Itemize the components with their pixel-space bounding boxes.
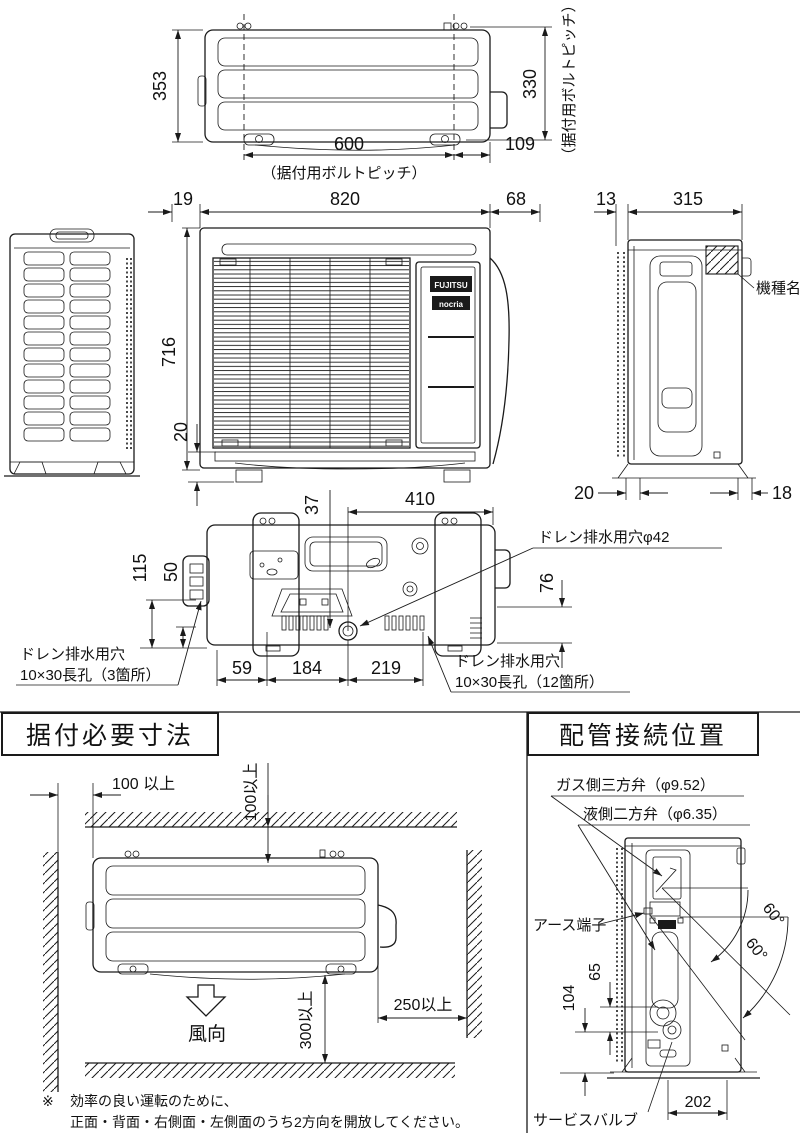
mount-bracket-right — [434, 512, 482, 657]
service-valve-body — [649, 999, 677, 1027]
install-clearance-diagram: 100 以上 100以上 300以上 250以上 風向 ※ 効率の良い運転のため… — [30, 763, 482, 1130]
note-line-1: 効率の良い運転のために、 — [70, 1093, 238, 1109]
earth-terminal-label: アース端子 — [533, 917, 606, 934]
dim-109: 109 — [505, 134, 535, 154]
front-foot-right — [443, 469, 471, 483]
piping-connection-diagram: ガス側三方弁（φ9.52） 液側二方弁（φ6.35） アース端子 — [533, 777, 791, 1129]
middle-dimensions: 19 820 68 13 315 716 20 20 18 — [148, 189, 792, 506]
dim-202: 202 — [685, 1094, 712, 1111]
nocria-logo — [432, 296, 470, 310]
dim-104: 104 — [561, 985, 578, 1012]
nocria-logo-text: nocria — [439, 300, 464, 309]
piping-header-box — [527, 712, 759, 756]
wall-right-hatch — [467, 850, 482, 1038]
dim-base-18: 18 — [772, 483, 792, 503]
wall-bottom-hatch — [85, 1063, 455, 1078]
top-view-pipe-flap — [490, 91, 508, 129]
drain-hole-42-label: ドレン排水用穴φ42 — [538, 529, 669, 546]
drain-right-label-1: ドレン排水用穴 — [455, 653, 560, 670]
dim-65: 65 — [587, 963, 604, 981]
fan-grille — [214, 259, 409, 447]
dim-20-foot: 20 — [171, 422, 191, 442]
piping-section-title: 配管接続位置 — [559, 722, 727, 750]
swing-arc-outer — [742, 916, 789, 1019]
wind-direction-arrow-icon — [185, 984, 227, 1017]
dim-410: 410 — [405, 489, 435, 509]
side-view-outline — [627, 239, 743, 465]
dim-184: 184 — [292, 658, 322, 678]
clearance-front-label: 300以上 — [297, 991, 315, 1050]
drain-left-label-2: 10×30長孔（3箇所） — [20, 667, 160, 684]
dim-68: 68 — [506, 189, 526, 209]
clearance-top-label: 100以上 — [242, 763, 260, 822]
valve-block — [658, 920, 676, 929]
dim-13: 13 — [596, 189, 616, 209]
rear-view — [4, 228, 140, 477]
side-view: 機種名 — [612, 239, 800, 479]
dim-19: 19 — [173, 189, 193, 209]
swing-arc-inner — [710, 889, 749, 963]
dim-76: 76 — [537, 573, 557, 593]
fujitsu-logo — [430, 276, 472, 292]
top-view-foot-right — [429, 133, 461, 146]
piping-service-panel — [645, 849, 691, 1067]
dim-330: 330 — [520, 69, 540, 99]
top-view: 353 330 （据付用ボルトピッチ） 600 109 （据付用ボルトピッチ） — [150, 0, 578, 182]
bottom-view-outline — [206, 524, 496, 646]
dim-219: 219 — [371, 658, 401, 678]
install-unit-outline — [92, 857, 379, 973]
service-valve-label: サービスバルブ — [533, 1111, 638, 1129]
clearance-right-label: 250以上 — [394, 996, 453, 1014]
drain-right-label-2: 10×30長孔（12箇所） — [455, 674, 604, 691]
dim-600: 600 — [334, 134, 364, 154]
dim-base-20: 20 — [574, 483, 594, 503]
earth-terminal — [643, 907, 653, 915]
bolt-pitch-note-side: （据付用ボルトピッチ） — [561, 0, 578, 163]
drain-slots-right-group — [384, 615, 425, 631]
top-view-outline — [204, 29, 491, 143]
front-view-outline — [199, 227, 491, 469]
bottom-view: 410 37 115 50 76 59 184 219 ドレン排水用穴φ42 ド… — [16, 489, 722, 693]
dim-716: 716 — [159, 337, 179, 367]
rear-slots — [23, 251, 111, 442]
angle-60-b: 60° — [742, 935, 770, 965]
wind-direction-label: 風向 — [188, 1023, 226, 1045]
piping-unit-outline — [624, 837, 742, 1073]
mount-bracket-left — [252, 512, 300, 657]
front-top-slot — [221, 243, 477, 256]
drain-slots-left-group — [281, 615, 329, 631]
liquid-valve-label: 液側二方弁（φ6.35） — [583, 806, 727, 823]
dim-50: 50 — [161, 562, 181, 582]
note-line-2: 正面・背面・右側面・左側面のうち2方向を開放してください。 — [70, 1114, 469, 1130]
dim-115: 115 — [130, 554, 150, 583]
drain-left-label-1: ドレン排水用穴 — [20, 646, 125, 663]
dim-315: 315 — [673, 189, 703, 209]
rear-view-outline — [9, 233, 135, 475]
front-side-panel — [415, 261, 481, 449]
front-foot-left — [235, 469, 263, 483]
gas-valve-label: ガス側三方弁（φ9.52） — [556, 777, 715, 794]
model-name-plate — [705, 245, 739, 275]
side-service-panel — [649, 255, 703, 457]
dim-59: 59 — [232, 658, 252, 678]
wall-left-hatch — [43, 852, 58, 1092]
top-view-left-notch — [197, 75, 207, 107]
bolt-pitch-note-bottom: （据付用ボルトピッチ） — [261, 165, 426, 182]
clearance-left-label: 100 以上 — [112, 775, 175, 793]
install-header-box — [1, 712, 219, 756]
install-section-title: 据付必要寸法 — [26, 722, 194, 750]
front-view: FUJITSU nocria — [199, 227, 510, 483]
model-name-label: 機種名 — [756, 280, 800, 297]
dim-353: 353 — [150, 71, 170, 101]
angle-60-a: 60° — [759, 900, 787, 930]
drain-tab-left — [182, 555, 210, 607]
dim-820: 820 — [330, 189, 360, 209]
rear-handle — [49, 228, 95, 243]
bottom-right-flap — [495, 549, 511, 589]
wall-top-hatch — [85, 812, 457, 827]
front-right-flap — [489, 257, 510, 465]
dim-37: 37 — [302, 495, 322, 515]
note-mark: ※ — [42, 1093, 54, 1109]
fujitsu-logo-text: FUJITSU — [434, 281, 468, 290]
